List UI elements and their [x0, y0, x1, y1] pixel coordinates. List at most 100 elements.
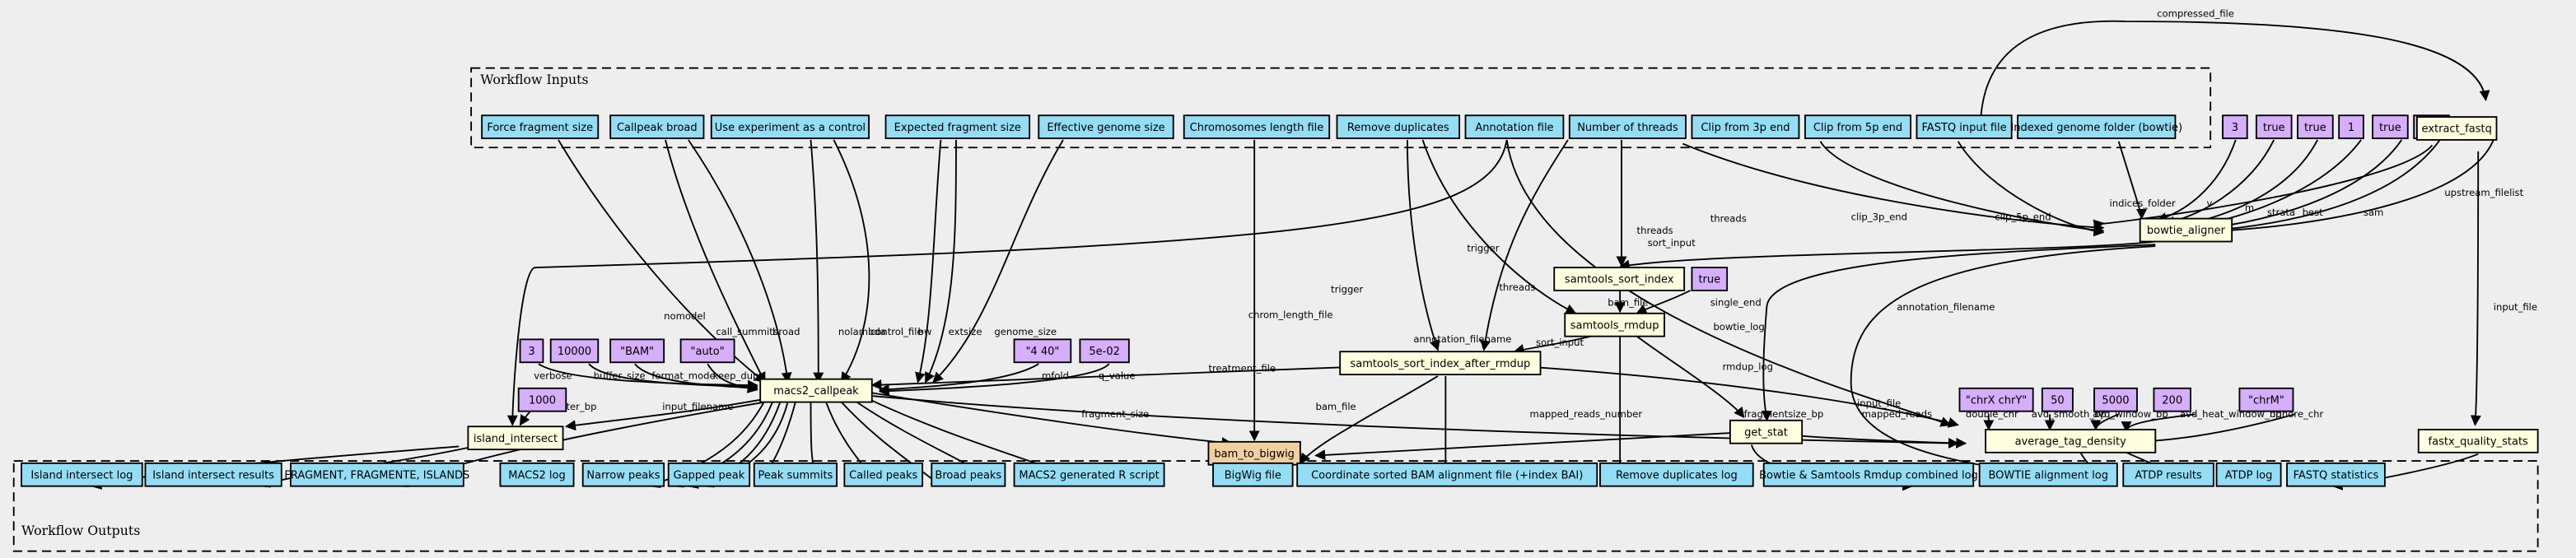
step-node-bam-to-bigwig: bam_to_bigwig [1207, 440, 1301, 466]
input-node-remove-duplicates-label: Remove duplicates [1347, 122, 1449, 134]
edge-label-threads: threads [1499, 281, 1535, 293]
input-node-annotation-file-label: Annotation file [1475, 122, 1553, 134]
default-node-atdp-smooth-label: 50 [2051, 394, 2065, 407]
edge-label-trigger: trigger [1331, 284, 1363, 295]
input-node-clip-3p: Clip from 3p end [1691, 114, 1800, 140]
default-node-macs-keepdup-label: "auto" [691, 346, 725, 358]
output-node-macs2-log: MACS2 log [499, 462, 575, 487]
step-node-fastx-quality-stats: fastx_quality_stats [2417, 429, 2539, 453]
default-node-atdp-ignore: "chrM" [2238, 387, 2294, 412]
default-node-bowtie-v-label: 3 [2232, 122, 2238, 134]
edge-label-sam: sam [2364, 207, 2383, 218]
default-node-bowtie-m-label: true [2263, 122, 2285, 134]
edge-label-treatment-file: treatment_file [1208, 362, 1276, 374]
output-node-broad-peaks: Broad peaks [931, 462, 1006, 487]
edge-label-q-value: q_value [1099, 370, 1136, 382]
step-node-samtools-sort-index: samtools_sort_index [1553, 267, 1686, 291]
input-node-number-of-threads-label: Number of threads [1577, 122, 1678, 134]
output-node-macs2-r-script: MACS2 generated R script [1013, 462, 1165, 487]
edge-label-keep-dup: keep_dup [713, 370, 759, 382]
default-node-atdp-window-label: 5000 [2102, 394, 2129, 407]
step-node-extract-fastq-label: extract_fastq [2422, 123, 2492, 136]
edge-label-input-file: input_file [1857, 398, 1901, 409]
input-node-effective-genome-size: Effective genome size [1038, 114, 1174, 140]
output-node-bigwig-file-label: BigWig file [1225, 469, 1281, 481]
output-node-remove-duplicates-log: Remove duplicates log [1599, 462, 1754, 487]
step-node-samtools-rmdup: samtools_rmdup [1564, 312, 1665, 337]
default-node-bowtie-m: true [2255, 114, 2293, 140]
input-node-clip-3p-label: Clip from 3p end [1701, 122, 1790, 134]
output-node-gapped-peak-label: Gapped peak [674, 469, 745, 481]
default-node-atdp-ignore-label: "chrM" [2248, 394, 2284, 407]
input-node-annotation-file: Annotation file [1464, 114, 1565, 140]
output-node-called-peaks: Called peaks [843, 462, 924, 487]
input-node-fastq-input: FASTQ input file [1916, 114, 2013, 140]
input-node-expected-fragment-size: Expected fragment size [884, 114, 1031, 140]
output-node-coord-sorted-bam: Coordinate sorted BAM alignment file (+i… [1296, 462, 1598, 487]
default-node-macs-format: "BAM" [609, 338, 665, 364]
output-node-macs2-r-script-label: MACS2 generated R script [1019, 469, 1159, 481]
edge-label-annotation-filename: annotation_filename [1897, 301, 1995, 313]
edge-label-sort-input: sort_input [1648, 237, 1696, 249]
output-node-atdp-results: ATDP results [2122, 462, 2214, 487]
edge-label-bam-file: bam_file [1608, 297, 1648, 309]
output-node-bowtie-alignment-log: BOWTIE alignment log [1978, 462, 2118, 487]
input-node-force-fragment-size-label: Force fragment size [487, 122, 593, 134]
output-node-island-intersect-log: Island intersect log [21, 462, 143, 487]
edge-label-v: v [2206, 198, 2212, 209]
output-node-narrow-peaks-label: Narrow peaks [586, 469, 660, 481]
edge-label-bam-file: bam_file [1315, 401, 1356, 412]
edge-label-clip-3p-end: clip_3p_end [1851, 211, 1907, 222]
input-node-callpeak-broad-label: Callpeak broad [617, 122, 698, 134]
nodes-layer: Force fragment size Callpeak broad Use exp… [21, 114, 2539, 487]
output-node-island-intersect-results-label: Island intersect results [152, 469, 274, 481]
output-node-remove-duplicates-log-label: Remove duplicates log [1616, 469, 1738, 481]
output-node-fragment-islands: FRAGMENT, FRAGMENTE, ISLANDS [284, 462, 469, 487]
output-node-called-peaks-label: Called peaks [849, 469, 917, 481]
output-node-bowtie-samtools-log-label: Bowtie & Samtools Rmdup combined log [1759, 469, 1978, 481]
workflow-inputs-label: Workflow Inputs [480, 72, 588, 87]
output-node-broad-peaks-label: Broad peaks [935, 469, 1001, 481]
edge-label-mapped-reads: mapped_reads [1862, 408, 1933, 420]
edge-label-nolambda: nolambda [838, 326, 886, 337]
edge-label-rmdup-log: rmdup_log [1723, 361, 1773, 373]
edge-label-clip-5p-end: clip_5p_end [1995, 211, 2051, 222]
edge-label-threads: threads [1637, 225, 1673, 236]
default-node-atdp-chr-label: "chrX chrY" [1966, 394, 2027, 407]
workflow-inputs-cluster [470, 67, 2212, 149]
edge-label-best: best [2303, 207, 2324, 218]
output-node-bowtie-samtools-log: Bowtie & Samtools Rmdup combined log [1759, 462, 1978, 487]
default-node-macs-mfold: "4 40" [1013, 338, 1072, 364]
edge-label-call-summits: call_summits [716, 326, 778, 337]
default-node-bowtie-m1-label: 1 [2348, 122, 2354, 134]
output-node-atdp-results-label: ATDP results [2135, 469, 2202, 481]
default-node-island-promoter-label: 1000 [529, 394, 556, 407]
default-node-macs-format-label: "BAM" [620, 346, 654, 358]
edge-label-broad: broad [772, 326, 800, 337]
input-node-use-experiment-as-control: Use experiment as a control [710, 114, 870, 140]
output-node-bigwig-file: BigWig file [1212, 462, 1294, 487]
edge-label-bw: bw [918, 326, 932, 337]
default-node-rmdup-single-end-label: true [1698, 274, 1720, 286]
default-node-bowtie-m1: 1 [2338, 114, 2364, 140]
edge-label-fragmentsize-bp: fragmentsize_bp [1744, 408, 1824, 420]
output-node-atdp-log-label: ATDP log [2225, 469, 2273, 481]
output-node-bowtie-alignment-log-label: BOWTIE alignment log [1988, 469, 2108, 481]
step-node-average-tag-density-label: average_tag_density [2015, 436, 2127, 449]
default-node-atdp-heat: 200 [2153, 387, 2191, 412]
edge-label-genome-size: genome_size [994, 326, 1057, 337]
edge-label-sort-input: sort_input [1536, 337, 1584, 348]
step-node-bowtie-aligner: bowtie_aligner [2139, 217, 2233, 243]
step-node-fastx-quality-stats-label: fastx_quality_stats [2429, 436, 2529, 449]
edge-label-input-filename: input_filename [662, 401, 733, 412]
output-node-fragment-islands-label: FRAGMENT, FRAGMENTE, ISLANDS [284, 469, 469, 481]
step-node-bowtie-aligner-label: bowtie_aligner [2147, 225, 2226, 237]
output-node-peak-summits-label: Peak summits [758, 469, 833, 481]
step-node-average-tag-density: average_tag_density [1985, 429, 2157, 453]
step-node-get-stat: get_stat [1729, 419, 1804, 444]
edge-label-input-file: input_file [2494, 301, 2537, 313]
output-node-narrow-peaks: Narrow peaks [581, 462, 665, 487]
edge-label-indices-folder: indices_folder [2110, 198, 2176, 209]
